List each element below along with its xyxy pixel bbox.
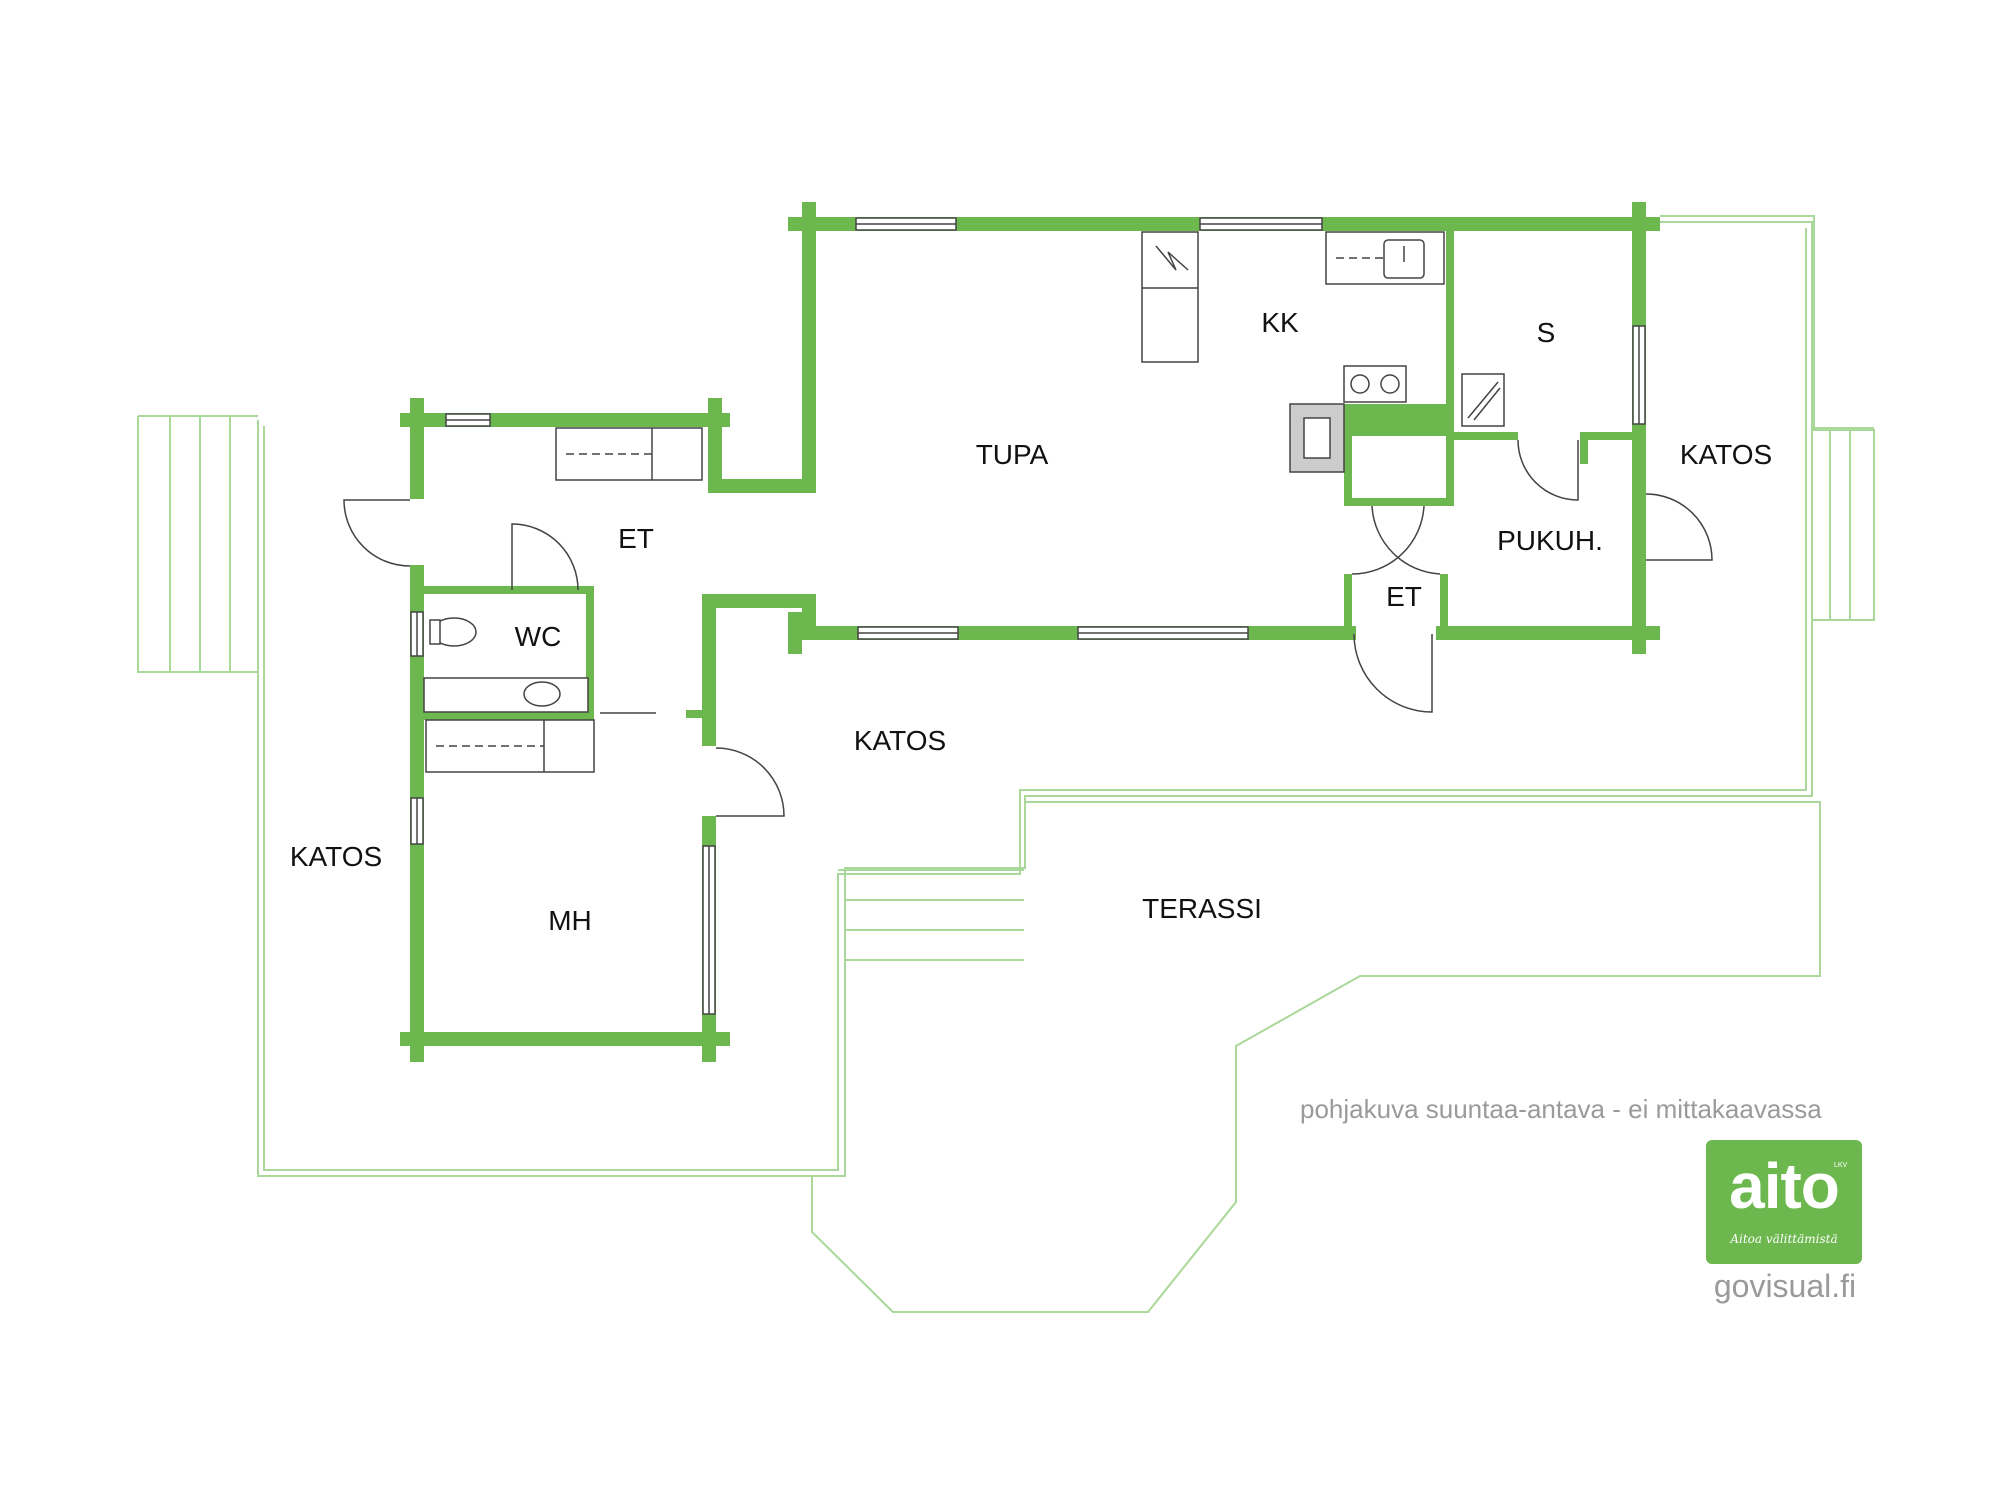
room-labels: TUPA KK S KATOS PUKUH. ET ET WC KATOS KA… [290,307,1772,936]
wall-mh-post-left [410,1016,424,1062]
label-tupa: TUPA [976,439,1049,470]
katos-left-inner-outline [263,228,1807,1171]
wall-sauna-bottom-left [1446,432,1518,440]
wall-mid-stub [686,710,702,718]
toilet-tank [429,619,441,645]
outdoor-outlines [137,215,1875,1313]
wall-sauna-bottom-stub [1580,432,1588,464]
fixtures [423,231,1505,773]
door-sauna [1517,439,1579,501]
left-steps [137,415,258,673]
wall-et-left-upper [410,413,424,499]
label-katos-middle: KATOS [854,725,946,756]
terrace-steps [838,869,1024,961]
wall-bottom-post-left [788,612,802,654]
logo-tagline: Aitoa välittämistä [1730,1232,1838,1246]
logo-word: aito [1729,1150,1840,1222]
door-pukuh-exterior [1645,493,1713,561]
logo-badge: LKV [1834,1162,1848,1169]
fireplace-inner [1303,417,1331,459]
right-steps [1812,429,1875,621]
website-label: govisual.fi [1713,1268,1857,1304]
wall-kk-divider [1344,404,1352,432]
stove-burner-1 [1350,374,1370,394]
label-katos-left: KATOS [290,841,382,872]
wall-et-right-box-right [1446,436,1454,506]
wall-sauna-left [1446,231,1454,437]
door-et-entrance [343,499,411,567]
label-terassi: TERASSI [1142,893,1262,924]
wall-right [1632,217,1646,654]
label-pukuh: PUKUH. [1497,525,1603,556]
wall-mh-right-upper [702,594,716,746]
wall-wc-left-top [512,586,520,590]
door-mh [715,747,785,817]
wall-et-lower-right [1440,574,1448,634]
sauna-stove-icon [1467,381,1501,421]
door-pukuh-et [1351,505,1441,575]
label-kk: KK [1261,307,1299,338]
aito-logo: aito LKV Aitoa välittämistä [1706,1140,1862,1264]
terassi-outline [811,801,1821,1313]
wall-pukuh-bottom [1436,626,1660,640]
stove-burner-2 [1380,374,1400,394]
label-s: S [1537,317,1556,348]
label-mh: MH [548,905,592,936]
doors [343,439,1713,817]
wall-tupa-step [708,479,816,493]
wall-wc-right [586,586,594,722]
wall-mh-bottom [400,1032,730,1046]
door-et-exterior [1353,633,1433,713]
electrical-icon [1155,245,1189,271]
label-katos-right: KATOS [1680,439,1772,470]
wall-mid-step [702,594,816,608]
wall-sauna-bottom-right [1580,432,1632,440]
door-wc [511,523,579,591]
label-et-upper: ET [618,523,654,554]
disclaimer-note: pohjakuva suuntaa-antava - ei mittakaava… [1300,1094,1822,1124]
wall-et-right-box-left [1344,436,1352,506]
wc-counter [423,677,589,713]
wall-et-lower-left [1344,574,1352,634]
label-et-lower: ET [1386,581,1422,612]
wall-wc-bottom [424,712,592,720]
label-wc: WC [515,621,562,652]
windows [410,217,1646,1015]
wc-sink [523,681,561,707]
wall-wc-top [424,586,594,594]
wall-et-right-box-bottom [1344,498,1452,506]
wall-kk-sauna-block [1344,404,1446,436]
wall-et-top-post [708,398,722,492]
right-canopy-outline [1660,215,1874,429]
bench-et [555,427,703,481]
fridge [1141,231,1199,363]
wall-tupa-left [802,217,816,493]
katos-left-outline [257,221,1813,1177]
